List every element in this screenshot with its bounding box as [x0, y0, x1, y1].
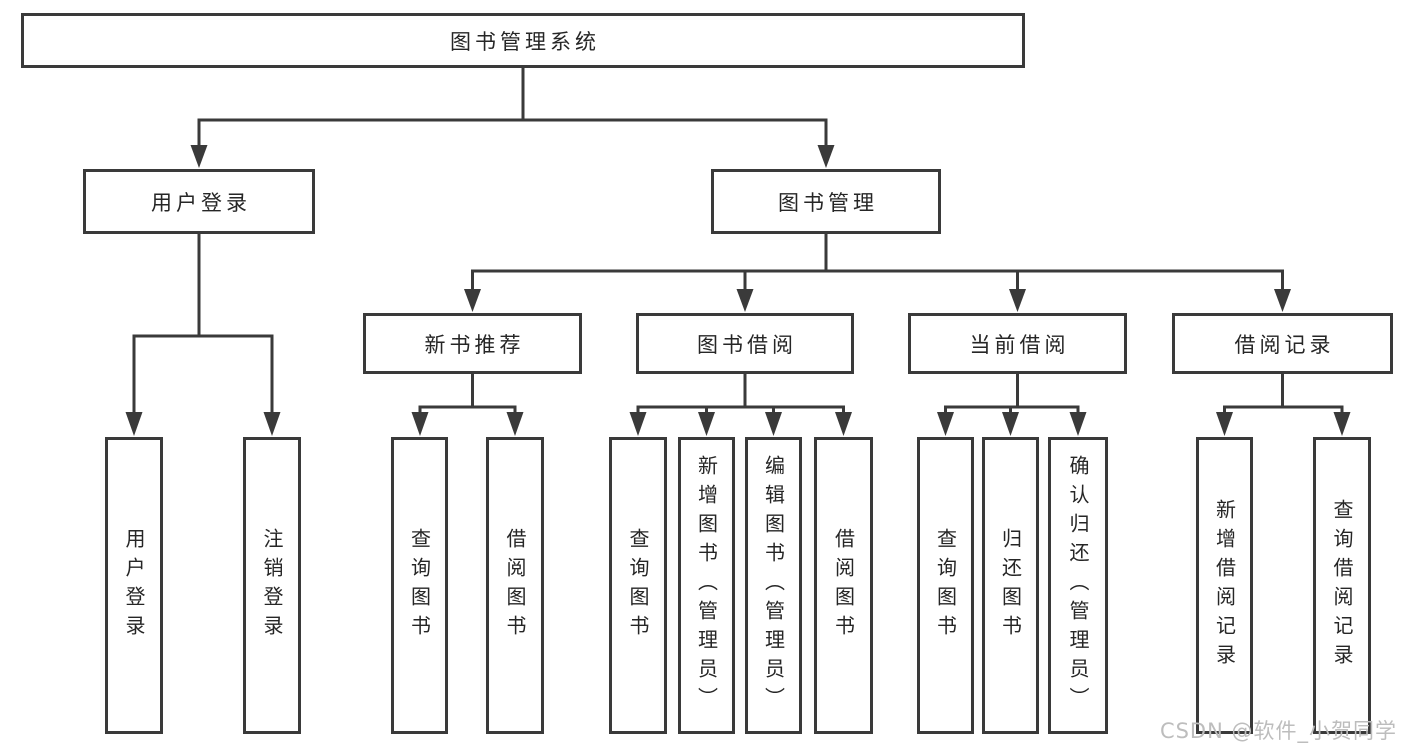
node-root: 图书管理系统 [21, 13, 1025, 68]
node-book-borrow: 图书借阅 [636, 313, 854, 374]
node-borrow-records: 借阅记录 [1172, 313, 1393, 374]
connector-bookborrow-children [636, 374, 845, 420]
leaf-add-books-admin: 新增图书（管理员） [678, 437, 735, 734]
arrowheads-level3 [464, 289, 1291, 312]
leaf-query-books-borrow: 查询图书 [609, 437, 667, 734]
csdn-watermark: CSDN @软件_小贺同学 [1159, 719, 1397, 743]
connector-user-login-children [132, 234, 274, 420]
node-current-borrow: 当前借阅 [908, 313, 1127, 374]
leaf-edit-books-admin: 编辑图书（管理员） [745, 437, 802, 734]
leaf-return-books: 归还图书 [982, 437, 1039, 734]
leaf-confirm-return-admin: 确认归还（管理员） [1048, 437, 1108, 734]
arrowheads-level2 [190, 145, 835, 168]
node-user-login: 用户登录 [83, 169, 315, 234]
leaf-borrow-books: 借阅图书 [814, 437, 873, 734]
connector-newbook-children [418, 374, 517, 420]
node-book-management: 图书管理 [711, 169, 941, 234]
leaf-borrow-books-recommend: 借阅图书 [486, 437, 544, 734]
leaf-user-login: 用户登录 [105, 437, 163, 734]
leaf-logout: 注销登录 [243, 437, 301, 734]
leaf-query-borrow-record: 查询借阅记录 [1313, 437, 1371, 734]
arrowheads-user-login-children [125, 412, 281, 436]
connector-borrowrecords-children [1223, 374, 1344, 420]
leaf-query-books-recommend: 查询图书 [391, 437, 448, 734]
leaf-add-borrow-record: 新增借阅记录 [1196, 437, 1253, 734]
connector-root-to-level2 [197, 68, 828, 150]
node-new-book-recommend: 新书推荐 [363, 313, 582, 374]
connector-book-mgmt-to-level3 [471, 234, 1284, 295]
leaf-query-books-current: 查询图书 [917, 437, 974, 734]
arrowheads-level4 [411, 412, 1351, 436]
